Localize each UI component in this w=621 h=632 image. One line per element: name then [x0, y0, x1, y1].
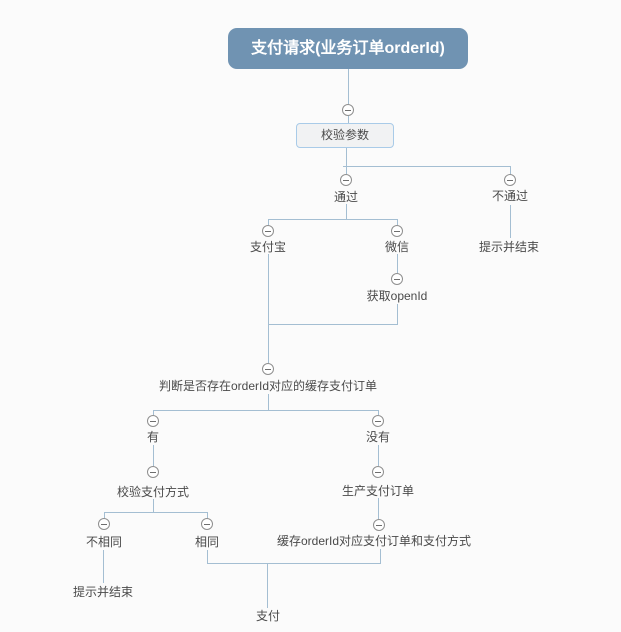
connector-line [343, 166, 511, 167]
connector-line [153, 499, 154, 512]
collapse-minus-icon[interactable] [372, 466, 384, 478]
collapse-minus-icon[interactable] [372, 415, 384, 427]
node-same[interactable]: 相同 [194, 535, 220, 549]
collapse-minus-icon[interactable] [373, 519, 385, 531]
connector-line [397, 304, 398, 324]
collapse-minus-icon[interactable] [391, 273, 403, 285]
connector-line [268, 254, 269, 324]
connector-line [207, 512, 208, 518]
node-has[interactable]: 有 [146, 430, 160, 444]
connector-line [268, 324, 269, 363]
node-not-same[interactable]: 不相同 [85, 535, 123, 549]
node-prompt-end-2[interactable]: 提示并结束 [72, 585, 134, 599]
collapse-minus-icon[interactable] [504, 174, 516, 186]
collapse-minus-icon[interactable] [147, 415, 159, 427]
connector-line [104, 512, 208, 513]
collapse-minus-icon[interactable] [391, 225, 403, 237]
connector-line [510, 205, 511, 238]
connector-line [267, 563, 268, 608]
connector-line [103, 550, 104, 583]
connector-line [378, 410, 379, 415]
node-has-not[interactable]: 没有 [365, 430, 391, 444]
node-get-openid[interactable]: 获取openId [366, 289, 428, 303]
connector-line [153, 410, 154, 415]
collapse-minus-icon[interactable] [201, 518, 213, 530]
node-prompt-end-1[interactable]: 提示并结束 [478, 240, 540, 254]
connector-line [153, 445, 154, 466]
connector-line [346, 166, 347, 174]
connector-line [268, 394, 269, 410]
connector-line [348, 69, 349, 104]
node-validate-params[interactable]: 校验参数 [296, 123, 394, 148]
connector-line [104, 512, 105, 518]
connector-line [268, 324, 398, 325]
node-check-cached-order[interactable]: 判断是否存在orderId对应的缓存支付订单 [158, 379, 378, 393]
connector-line [397, 254, 398, 273]
node-cache-order[interactable]: 缓存orderId对应支付订单和支付方式 [276, 534, 472, 548]
connector-line [348, 116, 349, 123]
collapse-minus-icon[interactable] [98, 518, 110, 530]
connector-line [510, 166, 511, 174]
connector-line [378, 498, 379, 519]
connector-line [346, 148, 347, 166]
connector-line [153, 410, 379, 411]
connector-line [397, 219, 398, 225]
collapse-minus-icon[interactable] [262, 225, 274, 237]
node-verify-pay-method[interactable]: 校验支付方式 [116, 485, 190, 499]
connector-line [378, 445, 379, 466]
collapse-minus-icon[interactable] [340, 174, 352, 186]
node-fail[interactable]: 不通过 [491, 189, 529, 203]
collapse-minus-icon[interactable] [342, 104, 354, 116]
collapse-minus-icon[interactable] [262, 363, 274, 375]
node-payment-request[interactable]: 支付请求(业务订单orderId) [228, 28, 468, 69]
connector-line [207, 563, 381, 564]
connector-line [207, 550, 208, 563]
node-alipay[interactable]: 支付宝 [249, 240, 287, 254]
connector-line [268, 219, 269, 225]
connector-line [380, 549, 381, 563]
connector-line [268, 219, 398, 220]
node-wechat[interactable]: 微信 [384, 240, 410, 254]
node-pass[interactable]: 通过 [333, 190, 359, 204]
collapse-minus-icon[interactable] [147, 466, 159, 478]
node-create-pay-order[interactable]: 生产支付订单 [341, 484, 415, 498]
connector-line [346, 204, 347, 219]
node-pay[interactable]: 支付 [255, 609, 281, 623]
